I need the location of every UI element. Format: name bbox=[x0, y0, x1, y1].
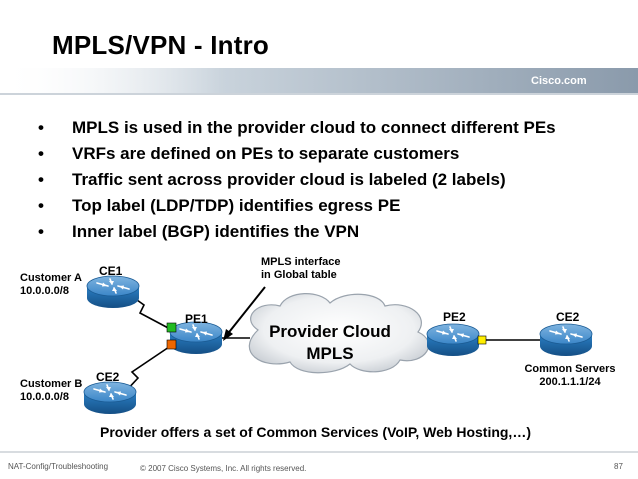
router-icon-pe1 bbox=[169, 321, 223, 355]
mpls-note-line2: in Global table bbox=[261, 269, 337, 281]
bullet-text: MPLS is used in the provider cloud to co… bbox=[72, 118, 556, 137]
bullet-item: • Inner label (BGP) identifies the VPN bbox=[38, 219, 556, 245]
bullet-item: • Traffic sent across provider cloud is l… bbox=[38, 167, 556, 193]
brand-logo: Cisco.com bbox=[531, 75, 587, 87]
bullet-marker: • bbox=[38, 118, 44, 137]
vrf-b-marker bbox=[166, 339, 177, 350]
bullet-item: • VRFs are defined on PEs to separate cus… bbox=[38, 141, 556, 167]
pe2-label: PE2 bbox=[443, 310, 466, 324]
ce2-right-label: CE2 bbox=[556, 310, 580, 324]
header-band bbox=[0, 68, 638, 95]
bullet-text: Inner label (BGP) identifies the VPN bbox=[72, 222, 360, 241]
router-icon-ce2-right bbox=[539, 323, 593, 357]
router-icon-ce1 bbox=[86, 275, 140, 309]
bullet-list: • MPLS is used in the provider cloud to c… bbox=[38, 115, 556, 245]
bullet-marker: • bbox=[38, 196, 44, 215]
bullet-text: Traffic sent across provider cloud is la… bbox=[72, 170, 506, 189]
bullet-text: VRFs are defined on PEs to separate cust… bbox=[72, 144, 460, 163]
cloud-label-line2: MPLS bbox=[306, 344, 354, 363]
bullet-marker: • bbox=[38, 222, 44, 241]
bullet-marker: • bbox=[38, 144, 44, 163]
vrf-a-marker bbox=[166, 322, 177, 333]
global-interface-marker bbox=[477, 335, 487, 345]
bullet-text: Top label (LDP/TDP) identifies egress PE bbox=[72, 196, 401, 215]
servers-label-line2: 200.1.1.1/24 bbox=[539, 376, 601, 388]
ce1-label: CE1 bbox=[99, 264, 123, 278]
router-icon-pe2 bbox=[426, 323, 480, 357]
ce2-left-label: CE2 bbox=[96, 370, 120, 384]
provider-cloud bbox=[248, 293, 430, 374]
customer-a-name: Customer A bbox=[20, 272, 82, 284]
mpls-interface-pointer bbox=[223, 286, 266, 341]
mpls-note-line1: MPLS interface bbox=[261, 256, 341, 268]
page-number: 87 bbox=[614, 462, 623, 471]
customer-a-subnet: 10.0.0.0/8 bbox=[20, 285, 69, 297]
servers-label-line1: Common Servers bbox=[524, 363, 616, 375]
footer-title: NAT-Config/Troubleshooting bbox=[8, 462, 109, 471]
footer-copyright: © 2007 Cisco Systems, Inc. All rights re… bbox=[140, 464, 307, 473]
customer-b-subnet: 10.0.0.0/8 bbox=[20, 391, 69, 403]
bullet-item: • Top label (LDP/TDP) identifies egress P… bbox=[38, 193, 556, 219]
bullet-marker: • bbox=[38, 170, 44, 189]
customer-b-name: Customer B bbox=[20, 378, 83, 390]
router-icon-ce2-left bbox=[83, 381, 137, 415]
link-ce2-pe1 bbox=[124, 344, 173, 393]
pe1-label: PE1 bbox=[185, 312, 208, 326]
page-title: MPLS/VPN - Intro bbox=[52, 30, 269, 60]
common-services-caption: Provider offers a set of Common Services… bbox=[100, 424, 531, 440]
cloud-label-line1: Provider Cloud bbox=[269, 322, 391, 341]
bullet-item: • MPLS is used in the provider cloud to c… bbox=[38, 115, 556, 141]
